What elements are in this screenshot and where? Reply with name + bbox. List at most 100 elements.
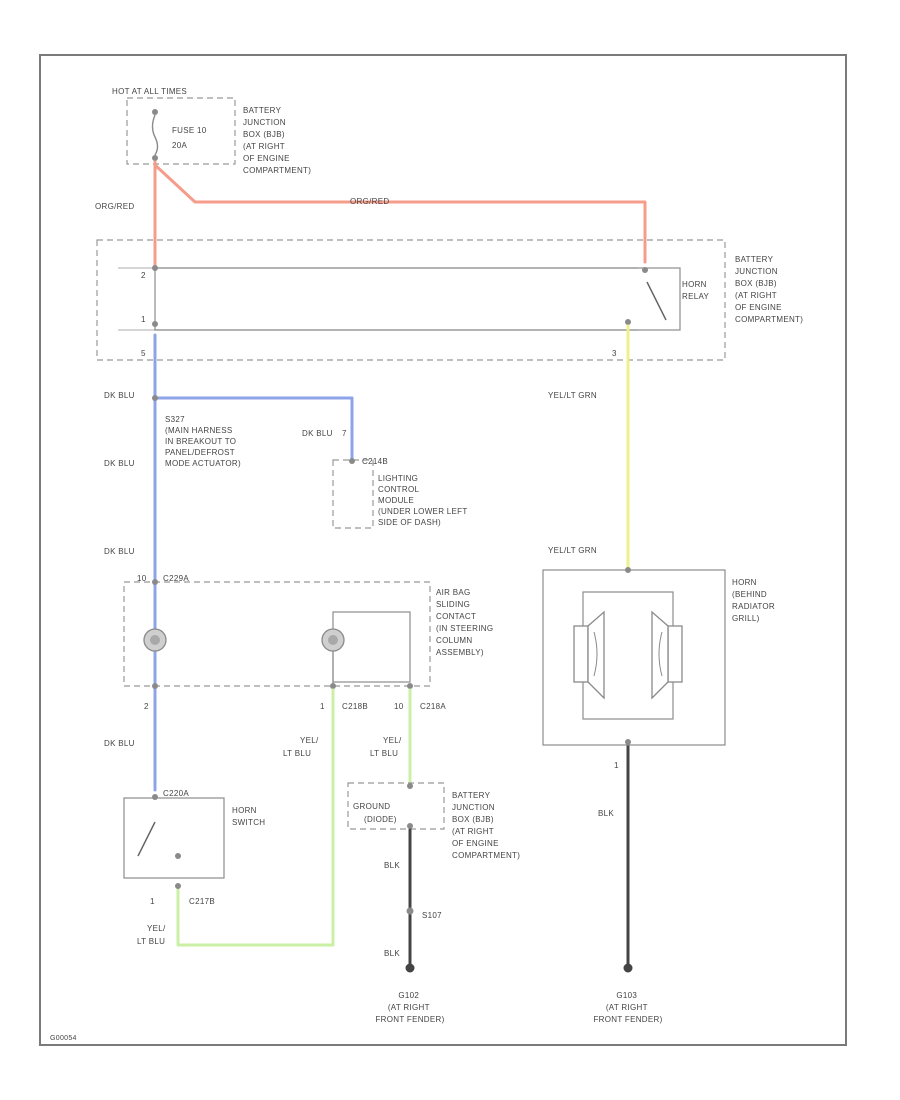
- relay-switch-arm: [646, 281, 667, 321]
- clockspring-connector: C229A: [163, 574, 189, 583]
- g103-label: G103 (AT RIGHT FRONT FENDER): [593, 991, 662, 1024]
- fuse-label-1: FUSE 10: [172, 126, 207, 135]
- lcm-line-1: LIGHTING: [378, 474, 418, 483]
- clockspring-term-c218a: [407, 683, 413, 689]
- splice-note-line-3: IN BREAKOUT TO: [165, 437, 236, 446]
- airbag-line-4: (IN STEERING: [436, 624, 493, 633]
- relay-pin-3: 3: [612, 349, 617, 358]
- airbag-line-1: AIR BAG: [436, 588, 471, 597]
- g102-line-2: (AT RIGHT: [388, 1003, 430, 1012]
- dk-blu-label-2: DK BLU: [104, 459, 135, 468]
- splice-note-line-5: MODE ACTUATOR): [165, 459, 241, 468]
- clockspring-pin: 10: [137, 574, 147, 583]
- c220a-label: C220A: [163, 789, 189, 798]
- bjb-mid-outline: [96, 239, 726, 361]
- clockspring-term-c218b: [330, 683, 336, 689]
- clockspring-term-bottom-left: [152, 683, 158, 689]
- relay-pin-5: 5: [141, 349, 146, 358]
- horn-switch-arm: [137, 821, 156, 857]
- horn-label: HORN (BEHIND RADIATOR GRILL): [732, 578, 778, 623]
- bjb-mid-line-4: (AT RIGHT: [735, 291, 777, 300]
- wire-org-red-left-label: ORG/RED: [95, 202, 134, 211]
- horn-line-2: (BEHIND: [732, 590, 767, 599]
- yel-lt-blu-label-5: YEL/: [147, 924, 166, 933]
- bjb-low-line-6: COMPARTMENT): [452, 851, 520, 860]
- bjb-mid-line-5: OF ENGINE: [735, 303, 782, 312]
- yel-lt-blu-label-6: LT BLU: [137, 937, 165, 946]
- splice-note-line-4: PANEL/DEFROST: [165, 448, 235, 457]
- yel-grn-label-1: YEL/LT GRN: [548, 391, 597, 400]
- lcm-connector: C214B: [362, 457, 388, 466]
- blk-label-3: BLK: [598, 809, 614, 818]
- yel-lt-blu-label-3: YEL/: [383, 736, 402, 745]
- blk-label-1: BLK: [384, 861, 400, 870]
- yel-grn-label-2: YEL/LT GRN: [548, 546, 597, 555]
- clockspring-bottom-pin: 2: [144, 702, 149, 711]
- g102-line-1: G102: [398, 991, 419, 1000]
- horn-switch-term-bottom: [175, 883, 181, 889]
- bjb-top-line-5: OF ENGINE: [243, 154, 290, 163]
- g103-line-1: G103: [616, 991, 637, 1000]
- dk-blu-label-4: DK BLU: [104, 739, 135, 748]
- wire-dk-blu: [153, 333, 354, 792]
- hot-at-all-times-label: HOT AT ALL TIMES: [112, 87, 187, 96]
- bjb-low-line-1: BATTERY: [452, 791, 491, 800]
- bjb-low-line-5: OF ENGINE: [452, 839, 499, 848]
- horn-switch-contact: [175, 853, 181, 859]
- dk-blu-label-5: DK BLU: [302, 429, 333, 438]
- bjb-low-line-2: JUNCTION: [452, 803, 495, 812]
- horn-relay-label: HORN RELAY: [682, 280, 710, 301]
- splice-note-line-1: S327: [165, 415, 185, 424]
- ground-label-2: (DIODE): [364, 815, 397, 824]
- wire-org-red: [153, 160, 647, 267]
- ground-diode-term-top: [407, 783, 413, 789]
- c218a-pin: 10: [394, 702, 404, 711]
- lcm-line-2: CONTROL: [378, 485, 419, 494]
- horn-relay-line-2: RELAY: [682, 292, 710, 301]
- c217b-pin: 1: [150, 897, 155, 906]
- ground-diode-box: [347, 782, 445, 830]
- airbag-line-2: SLIDING: [436, 600, 470, 609]
- horn-switch-label: HORN SWITCH: [232, 806, 265, 827]
- bjb-top-line-2: JUNCTION: [243, 118, 286, 127]
- slip-ring-left-icon: [143, 628, 167, 652]
- yel-lt-blu-label-1: YEL/: [300, 736, 319, 745]
- relay-pin-2: 2: [141, 271, 146, 280]
- fuse-box-outline: [126, 97, 236, 165]
- bjb-low-line-3: BOX (BJB): [452, 815, 494, 824]
- fuse-terminal-top: [152, 109, 158, 115]
- bjb-mid-line-1: BATTERY: [735, 255, 774, 264]
- bjb-top-label: BATTERY JUNCTION BOX (BJB) (AT RIGHT OF …: [243, 106, 311, 175]
- relay-term-3: [625, 319, 631, 325]
- relay-pin-1: 1: [141, 315, 146, 324]
- horn-relay-line-1: HORN: [682, 280, 707, 289]
- dk-blu-label-3: DK BLU: [104, 547, 135, 556]
- fuse-terminal-bottom: [152, 155, 158, 161]
- lcm-line-5: SIDE OF DASH): [378, 518, 441, 527]
- wire-org-red-top-label: ORG/RED: [350, 197, 389, 206]
- horn-line-4: GRILL): [732, 614, 760, 623]
- g103-line-2: (AT RIGHT: [606, 1003, 648, 1012]
- horn-switch-box: [123, 797, 225, 879]
- bjb-mid-line-2: JUNCTION: [735, 267, 778, 276]
- ground-label-1: GROUND: [353, 802, 390, 811]
- horn-switch-line-2: SWITCH: [232, 818, 265, 827]
- footer-code: G00054: [50, 1035, 77, 1042]
- g102-label: G102 (AT RIGHT FRONT FENDER): [375, 991, 444, 1024]
- bjb-top-line-3: BOX (BJB): [243, 130, 285, 139]
- airbag-line-3: CONTACT: [436, 612, 476, 621]
- ground-diode-term-bottom: [407, 823, 413, 829]
- wire-yel-lt-blu: [176, 688, 412, 947]
- c218b-label: C218B: [342, 702, 368, 711]
- lcm-label: LIGHTING CONTROL MODULE (UNDER LOWER LEF…: [378, 474, 470, 527]
- horn-line-1: HORN: [732, 578, 757, 587]
- ground-g103-icon: [623, 963, 633, 973]
- clockspring-terminal-top: [152, 579, 158, 585]
- horn-term-bottom: [625, 739, 631, 745]
- bjb-mid-line-6: COMPARTMENT): [735, 315, 803, 324]
- horn-outer-box: [542, 569, 726, 746]
- dk-blu-label-1: DK BLU: [104, 391, 135, 400]
- bjb-top-line-6: COMPARTMENT): [243, 166, 311, 175]
- splice-note: S327 (MAIN HARNESS IN BREAKOUT TO PANEL/…: [165, 415, 241, 468]
